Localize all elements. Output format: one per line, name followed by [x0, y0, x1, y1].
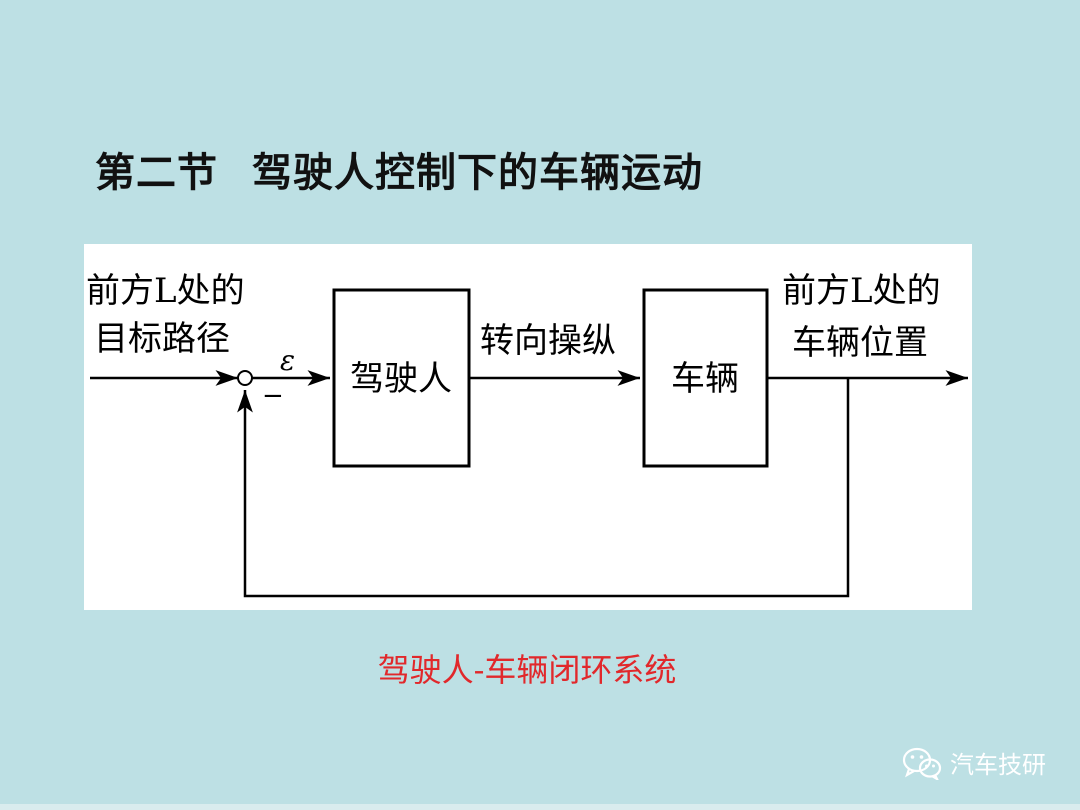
slide-title: 第二节驾驶人控制下的车辆运动: [95, 140, 703, 198]
watermark-text: 汽车技研: [950, 751, 1046, 779]
vehicle-block: [642, 288, 769, 468]
feedback-loop: [237, 378, 850, 598]
block-diagram-panel: 前方L处的 目标路径 ε − 驾驶人 转向操纵 车辆 前方L处的 车辆位置: [84, 244, 972, 610]
driver-block: [332, 288, 471, 468]
input-label-line2: 目标路径: [94, 319, 230, 359]
title-topic: 驾驶人控制下的车辆运动: [252, 150, 703, 196]
driver-block-label: 驾驶人: [350, 359, 452, 399]
steering-label: 转向操纵: [480, 321, 616, 361]
error-symbol: ε: [280, 344, 295, 377]
input-label-line1: 前方L处的: [86, 271, 245, 311]
diagram-caption: 驾驶人-车辆闭环系统: [377, 651, 677, 689]
minus-sign: −: [262, 381, 284, 411]
closed-loop-diagram: 前方L处的 目标路径 ε − 驾驶人 转向操纵 车辆 前方L处的 车辆位置: [86, 271, 968, 598]
title-section: 第二节: [95, 150, 218, 196]
output-label-line2: 车辆位置: [792, 323, 928, 363]
vehicle-block-label: 车辆: [671, 359, 739, 399]
output-label-line1: 前方L处的: [782, 271, 941, 311]
bottom-strip: [0, 804, 1080, 810]
wechat-icon: [902, 747, 942, 780]
watermark: 汽车技研: [902, 745, 1046, 780]
summing-junction: [237, 370, 253, 386]
